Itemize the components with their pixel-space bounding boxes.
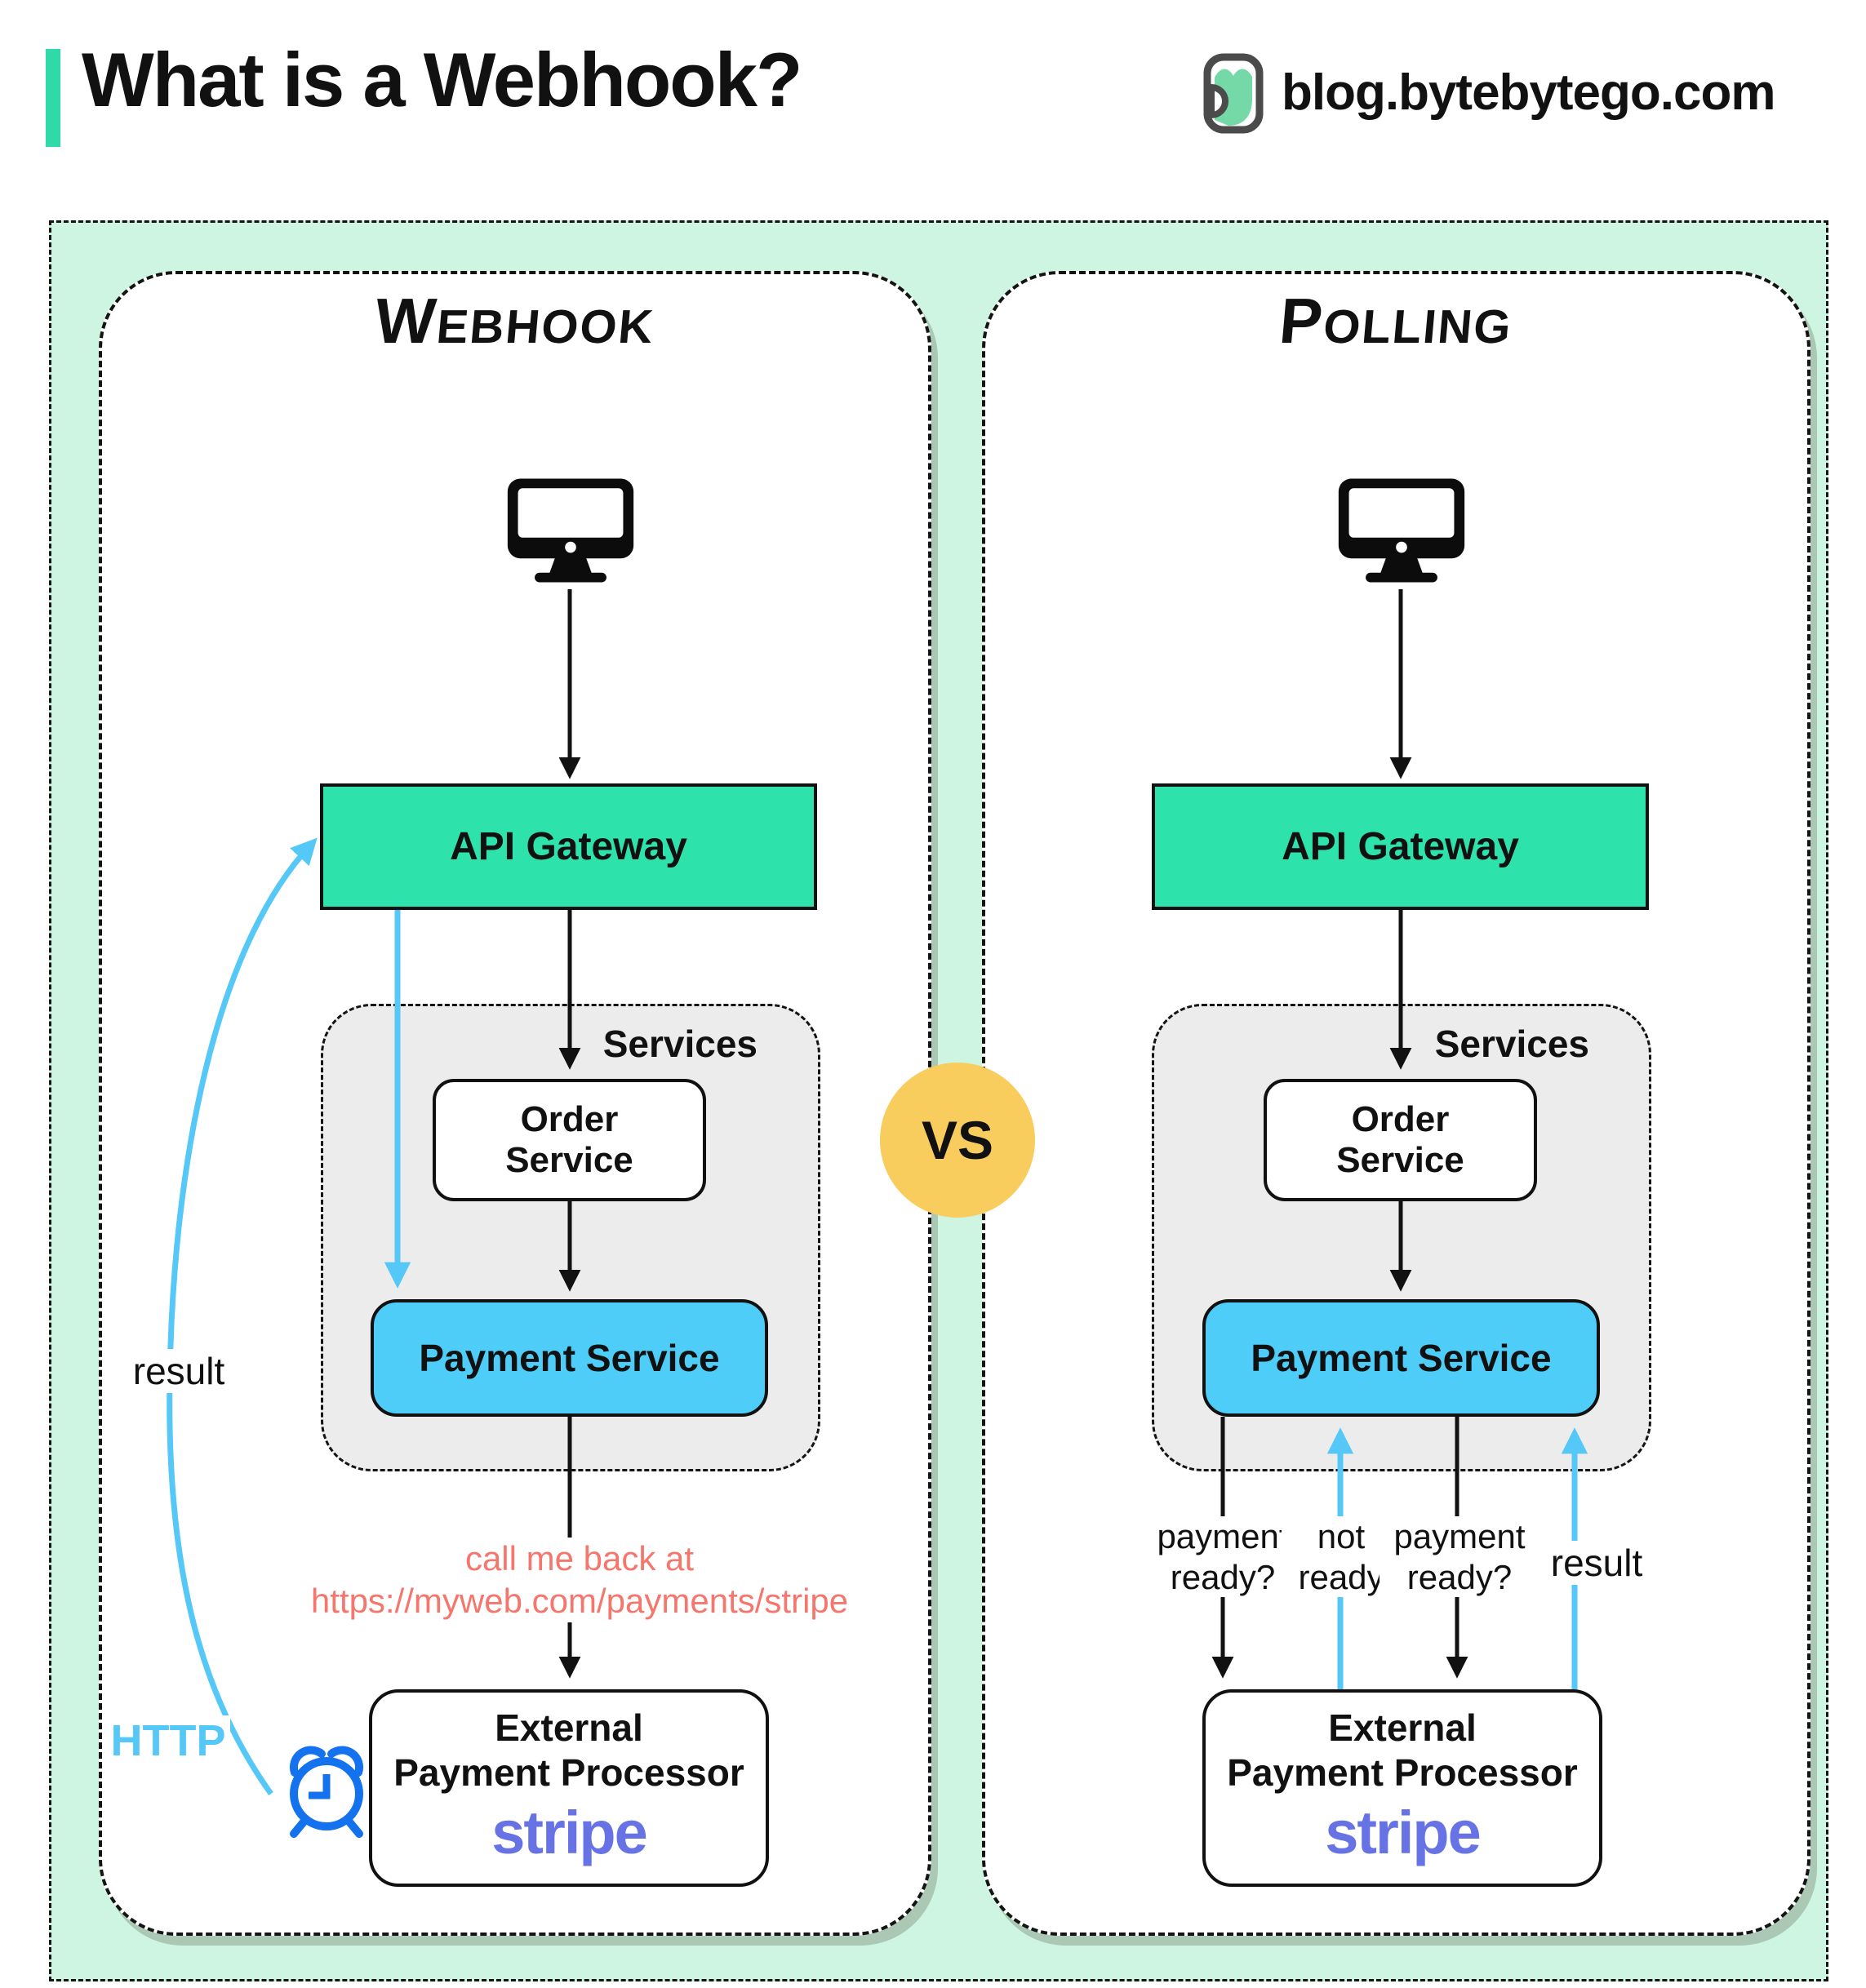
polling-result-label: result bbox=[1531, 1541, 1662, 1585]
callback-url-line1: call me back at bbox=[464, 1539, 695, 1578]
http-label: HTTP bbox=[106, 1715, 230, 1766]
payment-ready-2-line2: ready? bbox=[1406, 1557, 1513, 1596]
payment-ready-1-line2: ready? bbox=[1170, 1557, 1276, 1596]
payment-service-label: Payment Service bbox=[1251, 1337, 1552, 1379]
vs-badge: VS bbox=[880, 1063, 1035, 1218]
payment-service-box: Payment Service bbox=[371, 1299, 768, 1417]
external-processor-label-line2: Payment Processor bbox=[1227, 1751, 1578, 1795]
client-computer-icon bbox=[1338, 478, 1465, 583]
webhook-panel-title: Webhook bbox=[371, 285, 657, 357]
site-name: blog.bytebytego.com bbox=[1282, 64, 1775, 121]
payment-ready-label-2: payment ready? bbox=[1380, 1516, 1539, 1598]
polling-panel-title: Polling bbox=[1277, 285, 1515, 357]
payment-service-box: Payment Service bbox=[1202, 1299, 1600, 1417]
stripe-logo: stripe bbox=[1325, 1799, 1482, 1867]
payment-service-label: Payment Service bbox=[419, 1337, 720, 1379]
external-processor-label-line1: External bbox=[495, 1706, 643, 1749]
alarm-clock-icon bbox=[289, 1746, 364, 1838]
services-group-label: Services bbox=[602, 1023, 758, 1065]
external-processor-label-line1: External bbox=[1328, 1706, 1477, 1749]
api-gateway-box: API Gateway bbox=[320, 783, 817, 910]
payment-ready-2-line1: payment bbox=[1393, 1517, 1526, 1555]
external-payment-processor-box: External Payment Processor stripe bbox=[369, 1689, 769, 1887]
result-label: result bbox=[114, 1349, 243, 1393]
order-service-box: Order Service bbox=[433, 1079, 706, 1201]
api-gateway-label: API Gateway bbox=[450, 825, 687, 868]
order-service-label-line2: Service bbox=[1336, 1140, 1464, 1180]
order-service-label-line1: Order bbox=[520, 1098, 619, 1139]
title-accent-bar bbox=[46, 49, 60, 147]
api-gateway-label: API Gateway bbox=[1282, 825, 1519, 868]
callback-url-line2: https://myweb.com/payments/stripe bbox=[310, 1582, 849, 1621]
page-title: What is a Webhook? bbox=[82, 37, 802, 122]
api-gateway-box: API Gateway bbox=[1152, 783, 1649, 910]
order-service-label-line2: Service bbox=[505, 1140, 633, 1180]
payment-ready-1-line1: payment bbox=[1157, 1517, 1289, 1555]
external-payment-processor-box: External Payment Processor stripe bbox=[1202, 1689, 1602, 1887]
bytebytego-logo-icon bbox=[1203, 53, 1264, 134]
stripe-logo: stripe bbox=[491, 1799, 648, 1867]
external-processor-label-line2: Payment Processor bbox=[393, 1751, 744, 1795]
order-service-box: Order Service bbox=[1264, 1079, 1537, 1201]
services-group-label: Services bbox=[1434, 1023, 1589, 1065]
payment-ready-label-1: payment ready? bbox=[1143, 1516, 1303, 1598]
callback-url-label: call me back at https://myweb.com/paymen… bbox=[257, 1538, 902, 1623]
order-service-label-line1: Order bbox=[1351, 1098, 1450, 1139]
client-computer-icon bbox=[507, 478, 634, 583]
